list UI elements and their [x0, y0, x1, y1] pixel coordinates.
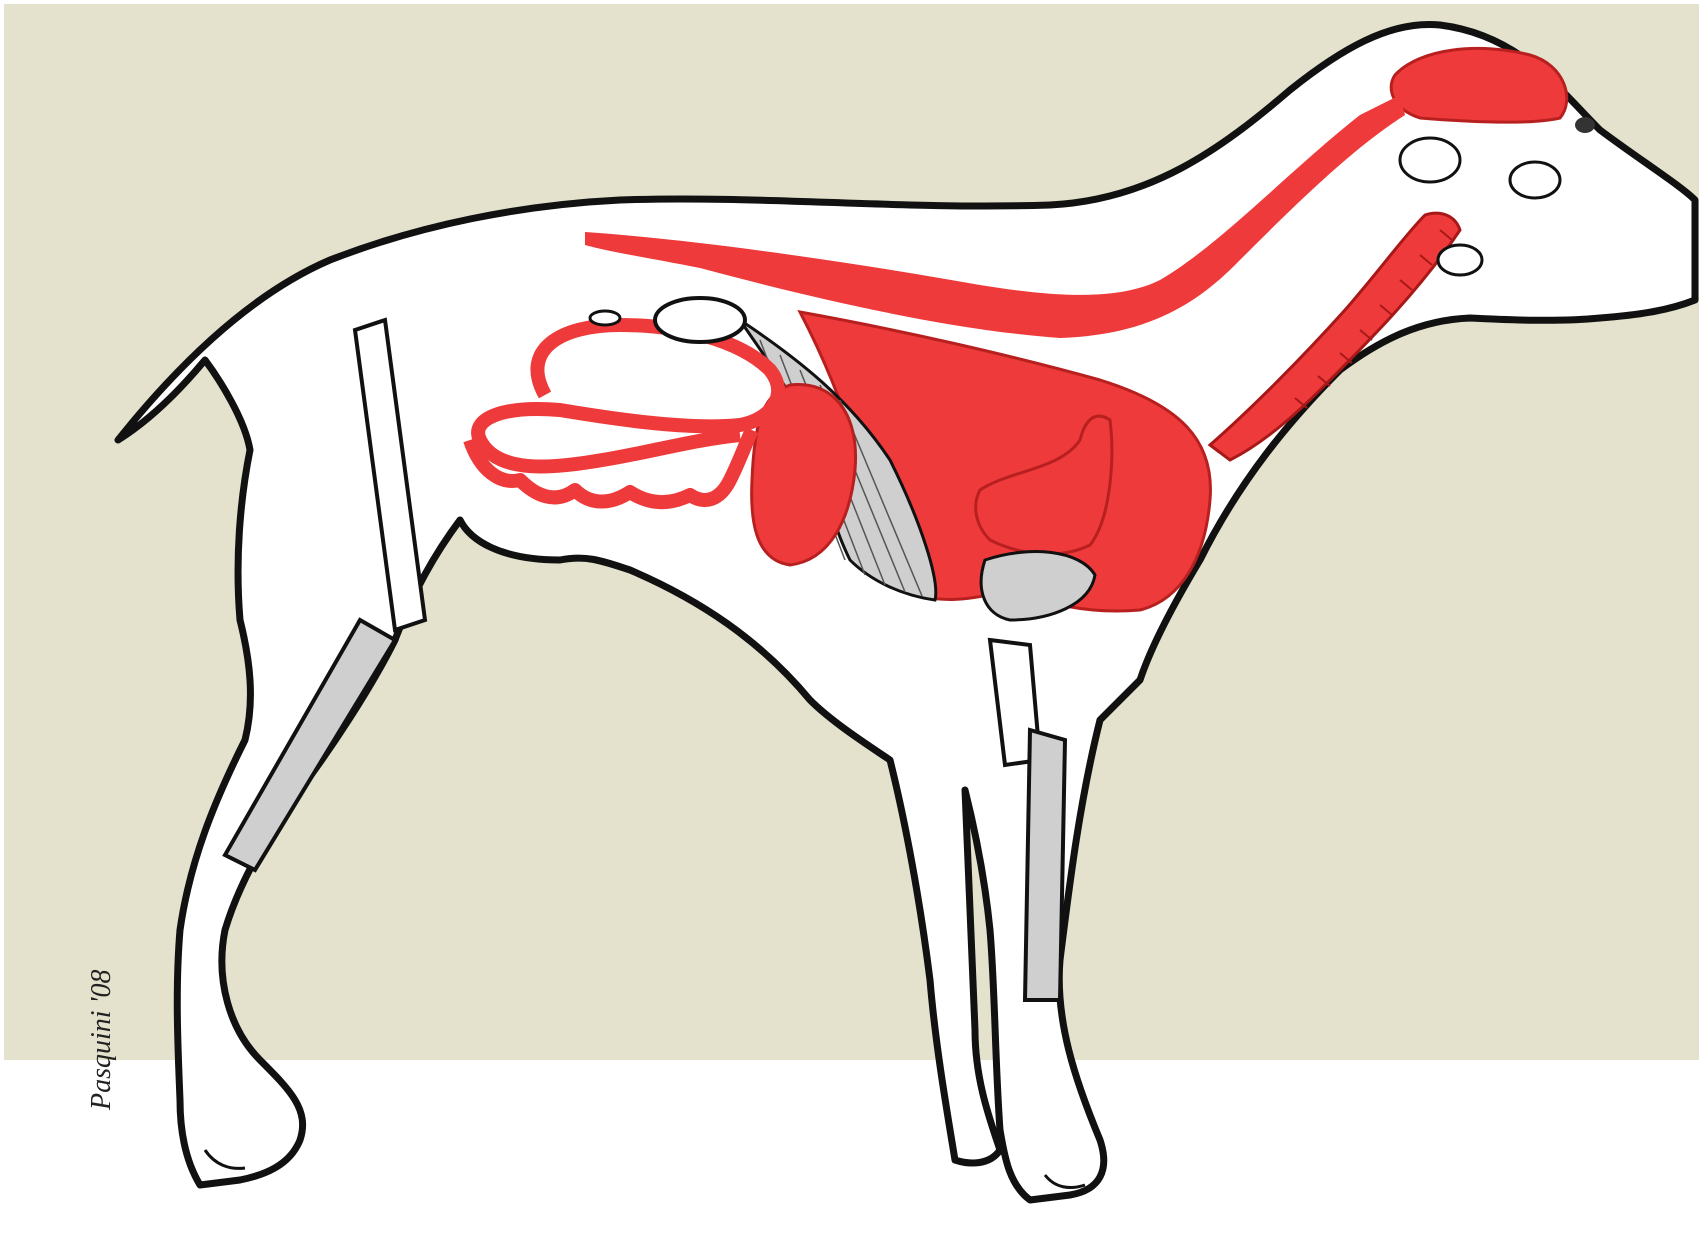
eye: [1575, 117, 1595, 133]
kidney: [655, 298, 745, 342]
brain: [1391, 48, 1567, 122]
ear-bone: [1400, 138, 1460, 182]
small-organ: [590, 311, 620, 325]
jaw-joint: [1510, 162, 1560, 198]
artist-signature: Pasquini '08: [86, 969, 117, 1111]
tongue-bone: [1438, 245, 1482, 275]
front-leg-radius: [1025, 730, 1065, 1000]
